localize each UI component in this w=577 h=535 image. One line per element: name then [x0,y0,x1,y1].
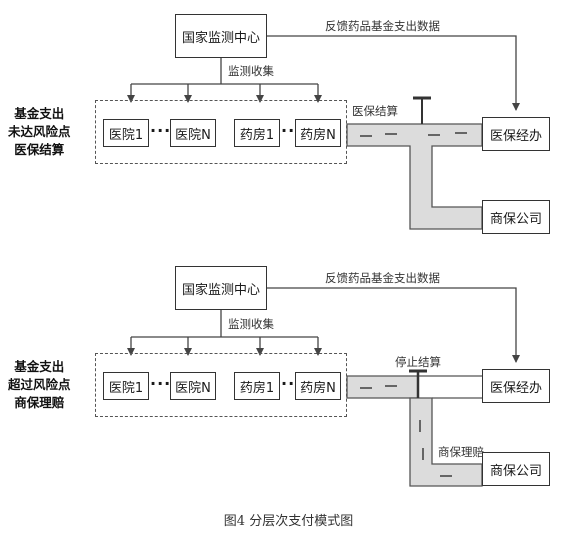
figure-caption: 图4 分层次支付模式图 [223,514,354,529]
panel1-hospital-1: 医院1 [103,119,149,147]
panel1-pharmacy-n: 药房N [295,119,341,147]
panel2-pipe-label: 停止结算 [395,355,441,369]
panel2-hospital-1: 医院1 [103,372,149,400]
side-line-2: 未达风险点 [8,124,71,139]
panel1-arrows [127,35,520,111]
panel2-ellipsis-1: ··· [150,374,172,393]
panel2-pipe [346,369,483,487]
panel2-collect-label: 监测收集 [228,317,274,331]
panel2-branch-label: 商保理赔 [438,445,484,459]
side-line-1: 基金支出 [14,106,65,121]
panel1-commercial-company: 商保公司 [482,200,550,234]
panel2-institutions-group [95,353,347,417]
panel1-side-label: 基金支出 未达风险点 医保结算 [8,105,71,159]
panel1-monitor-center: 国家监测中心 [175,14,267,58]
panel1-hospital-n: 医院N [170,119,216,147]
panel1-pipe-label: 医保结算 [352,104,398,118]
panel2-pharmacy-n: 药房N [295,372,341,400]
side-line-3: 商保理赔 [14,395,65,410]
side-line-1: 基金支出 [14,359,65,374]
panel2-side-label: 基金支出 超过风险点 商保理赔 [8,358,71,412]
panel2-hospital-n: 医院N [170,372,216,400]
side-line-3: 医保结算 [14,142,65,157]
panel2-arrows [127,287,520,363]
panel2-feedback-label: 反馈药品基金支出数据 [325,271,440,285]
side-line-2: 超过风险点 [8,377,71,392]
panel1-institutions-group [95,100,347,164]
panel1-ellipsis-1: ··· [150,121,172,140]
panel1-feedback-label: 反馈药品基金支出数据 [325,19,440,33]
panel1-pharmacy-1: 药房1 [234,119,280,147]
panel2-insurance-office: 医保经办 [482,369,550,403]
panel2-pharmacy-1: 药房1 [234,372,280,400]
panel1-collect-label: 监测收集 [228,64,274,78]
panel2-monitor-center: 国家监测中心 [175,266,267,310]
panel2-commercial-company: 商保公司 [482,452,550,486]
panel1-insurance-office: 医保经办 [482,117,550,151]
